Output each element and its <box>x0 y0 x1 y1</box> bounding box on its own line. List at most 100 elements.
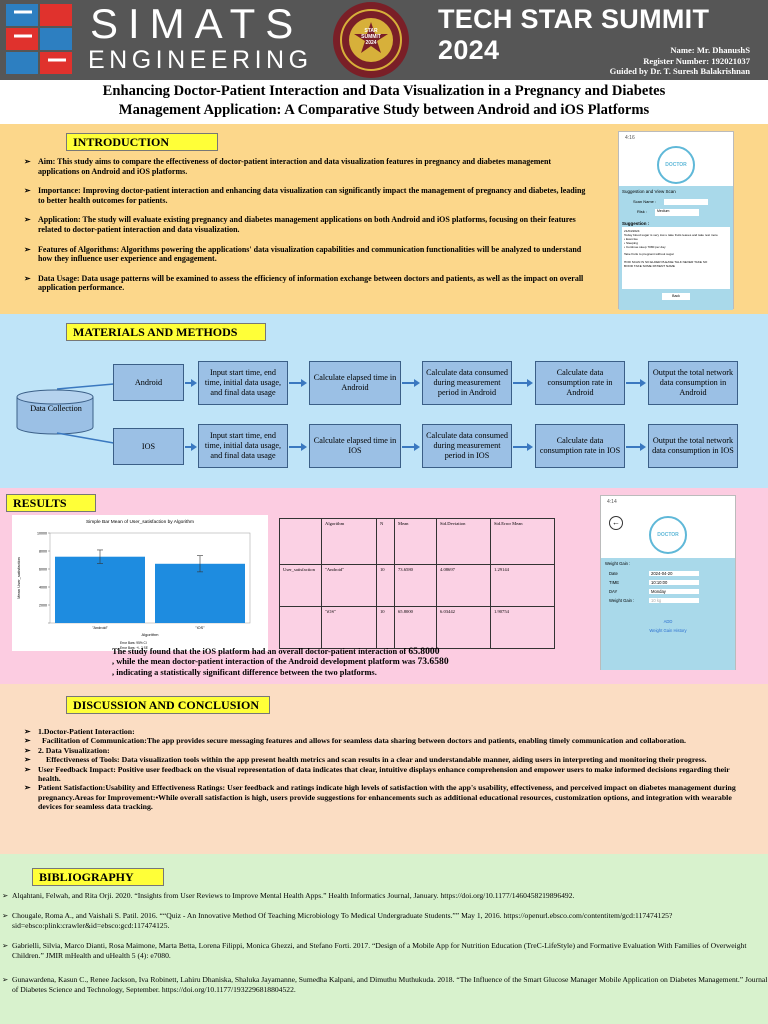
author-name: Name: Mr. DhanushS <box>670 45 750 55</box>
introduction-list: ➢Aim: This study aims to compare the eff… <box>22 157 592 303</box>
time-input[interactable]: 10:10:00 <box>649 580 699 585</box>
phone-form-panel: Weight Gain : Date 2024-04-20 TIME 10:10:0… <box>601 558 735 670</box>
phone-field-row: Risk : Medium <box>619 207 733 218</box>
citation-text: Alqahtani, Felwah, and Rita Orji. 2020. … <box>12 891 575 900</box>
poster-title: Enhancing Doctor-Patient Interaction and… <box>0 80 768 124</box>
intro-item-text: Data Usage: Data usage patterns will be … <box>38 273 584 293</box>
title-line-2: Management Application: A Comparative St… <box>118 102 650 118</box>
bibliography-item: ➢Chougale, Roma A., and Vaishali S. Pati… <box>0 911 768 931</box>
table-cell: 1.29144 <box>490 564 555 607</box>
phone-suggestion-label: Suggestion : <box>622 221 650 226</box>
list-item: ➢Effectiveness of Tools: Data visualizat… <box>22 755 744 764</box>
discussion-heading: DISCUSSION AND CONCLUSION <box>66 696 270 714</box>
back-button[interactable]: Back <box>662 293 690 300</box>
phone-field-label: Date <box>609 571 618 576</box>
summit-seal-icon <box>333 2 409 78</box>
ios-step-output: Output the total network data consumptio… <box>648 424 738 468</box>
suggestion-line: • Sleeping <box>624 241 638 246</box>
arrow-bullet-icon: ➢ <box>24 783 31 793</box>
phone-field-label: TIME <box>609 580 620 585</box>
suggestion-line: 21/04/2024 <box>624 229 640 233</box>
phone-field-row: Weight Gain :10 kg <box>601 596 735 605</box>
add-button[interactable]: ADD <box>663 619 673 624</box>
flow-arrow-icon <box>185 379 197 387</box>
table-cell: 4.08697 <box>436 564 491 607</box>
introduction-heading: INTRODUCTION <box>66 133 218 151</box>
list-item: ➢Facilitation of Communication:The app p… <box>22 736 744 745</box>
table-cell: 6.03442 <box>436 606 491 649</box>
phone-field-row: Scan Name : <box>619 197 733 207</box>
citation-text: Chougale, Roma A., and Vaishali S. Patil… <box>12 911 673 930</box>
flow-arrow-icon <box>626 379 646 387</box>
list-item: ➢User Feedback Impact: Positive user fee… <box>22 765 744 784</box>
list-item: ➢ Application: The study will evaluate ex… <box>22 215 592 234</box>
flow-arrow-icon <box>402 379 420 387</box>
ios-step-input: Input start time, end time, initial data… <box>198 424 288 468</box>
discussion-item-text: Effectiveness of Tools: Data visualizati… <box>46 755 707 765</box>
arrow-bullet-icon: ➢ <box>24 745 31 755</box>
ios-node: IOS <box>113 428 184 465</box>
discussion-item-text: Patient Satisfaction:Usability and Effec… <box>38 783 736 812</box>
x-axis-label: Algorithm <box>142 632 160 637</box>
suggestion-line: Take fruits to pregnant without sugar <box>624 252 674 257</box>
back-arrow-icon[interactable]: ← <box>609 516 623 530</box>
arrow-bullet-icon: ➢ <box>24 215 31 225</box>
materials-heading: MATERIALS AND METHODS <box>66 323 266 341</box>
ios-step-rate: Calculate data consumption rate in IOS <box>535 424 625 468</box>
table-cell: "Android" <box>321 564 377 607</box>
table-cell: "iOS" <box>321 606 377 649</box>
phone-heading: Suggestion and View Scan <box>622 189 676 194</box>
brand-subtitle: ENGINEERING <box>88 46 313 74</box>
doctor-mom-logo-icon: DOCTOR MOM <box>657 146 695 202</box>
results-text: , while the mean doctor-patient interact… <box>112 657 416 667</box>
simats-logo-icon <box>6 4 72 74</box>
phone-field-box[interactable] <box>664 199 709 205</box>
phone-status-time: 4:16 <box>625 135 635 141</box>
results-text: , indicating a statistically significant… <box>112 667 377 677</box>
intro-item-text: Application: The study will evaluate exi… <box>38 215 576 234</box>
list-item: ➢Features of Algorithms: Algorithms powe… <box>22 245 592 264</box>
list-item: ➢ 2. Data Visualization: <box>22 746 744 755</box>
summit-title: TECH STAR SUMMIT 2024 <box>438 4 710 65</box>
phone-field-label: Risk : <box>637 209 647 214</box>
phone-field-row: DAY Monday <box>601 587 735 596</box>
y-tick-label: 4000 <box>39 586 47 590</box>
table-cell: 73.6580 <box>394 564 437 607</box>
arrow-bullet-icon: ➢ <box>2 941 9 950</box>
table-cell: Mean <box>394 518 437 565</box>
phone-field-box[interactable]: Medium <box>655 209 699 216</box>
list-item: ➢ Patient Satisfaction:Usability and Effe… <box>22 783 744 811</box>
table-cell: Std.Deviation <box>436 518 491 565</box>
title-line-1: Enhancing Doctor-Patient Interaction and… <box>102 83 666 99</box>
date-input[interactable]: 2024-04-20 <box>649 571 699 576</box>
y-tick-label: 2000 <box>39 604 47 608</box>
arrow-bullet-icon: ➢ <box>2 911 9 920</box>
y-tick-label: 8000 <box>39 550 47 554</box>
weight-gain-history-link[interactable]: Weight Gain History <box>649 628 687 633</box>
day-input[interactable]: Monday <box>649 589 699 594</box>
weight-gain-input[interactable]: 10 kg <box>649 598 699 603</box>
list-item: ➢Aim: This study aims to compare the eff… <box>22 157 592 176</box>
y-tick-label: 10000 <box>37 532 47 536</box>
table-cell: Std.Error Mean <box>490 518 555 565</box>
flow-arrow-icon <box>289 379 307 387</box>
discussion-item-text: 2. Data Visualization: <box>38 745 110 755</box>
results-line-1: The study found that the iOS platform ha… <box>112 646 449 657</box>
flow-arrow-icon <box>513 379 533 387</box>
table-cell: 10 <box>376 564 395 607</box>
flow-arrow-icon <box>402 443 420 451</box>
phone-field-row: Date 2024-04-20 <box>601 569 735 578</box>
discussion-item-text: Facilitation of Communication:The app pr… <box>42 736 686 746</box>
list-item: ➢Importance: Improving doctor-patient in… <box>22 186 592 205</box>
phone-heading: Weight Gain : <box>605 561 631 566</box>
results-table: Algorithm N Mean Std.Deviation Std.Error… <box>279 518 555 649</box>
bibliography-item: ➢Gunawardena, Kasun C., Renee Jackson, I… <box>0 975 768 995</box>
suggestion-screen-mockup: 4:16 DOCTOR MOM Suggestion and View Scan… <box>618 131 734 310</box>
table-cell: 1.90754 <box>490 606 555 649</box>
android-node: Android <box>113 364 184 401</box>
phone-field-label: DAY <box>609 589 618 594</box>
intro-item-text: Importance: Improving doctor-patient int… <box>38 186 586 205</box>
flow-arrow-icon <box>185 443 197 451</box>
brand-name: SIMATS <box>90 0 304 47</box>
android-step-rate: Calculate data consumption rate in Andro… <box>535 361 625 405</box>
